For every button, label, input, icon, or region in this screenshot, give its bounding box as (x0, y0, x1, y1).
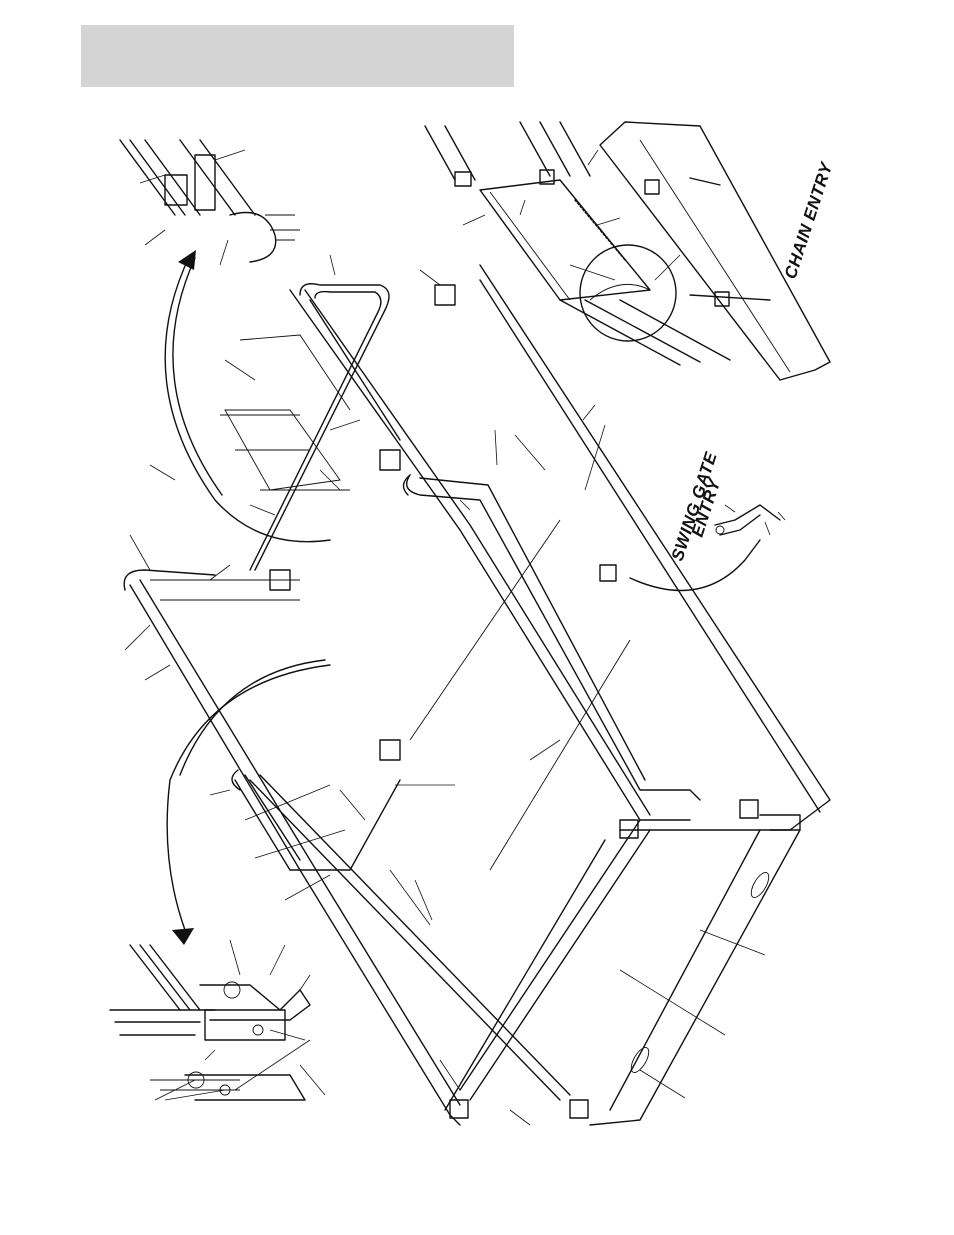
platform-frame: SWING GATE ENTRY (124, 255, 830, 1125)
hinge-detail-bottom (110, 940, 325, 1100)
hinge-detail-top (120, 140, 300, 265)
swing-arrow-bottom (167, 665, 330, 930)
chain-entry-label: CHAIN ENTRY (781, 159, 837, 281)
chain-entry-detail: CHAIN ENTRY (425, 122, 837, 380)
swing-arrow-top (165, 255, 330, 542)
